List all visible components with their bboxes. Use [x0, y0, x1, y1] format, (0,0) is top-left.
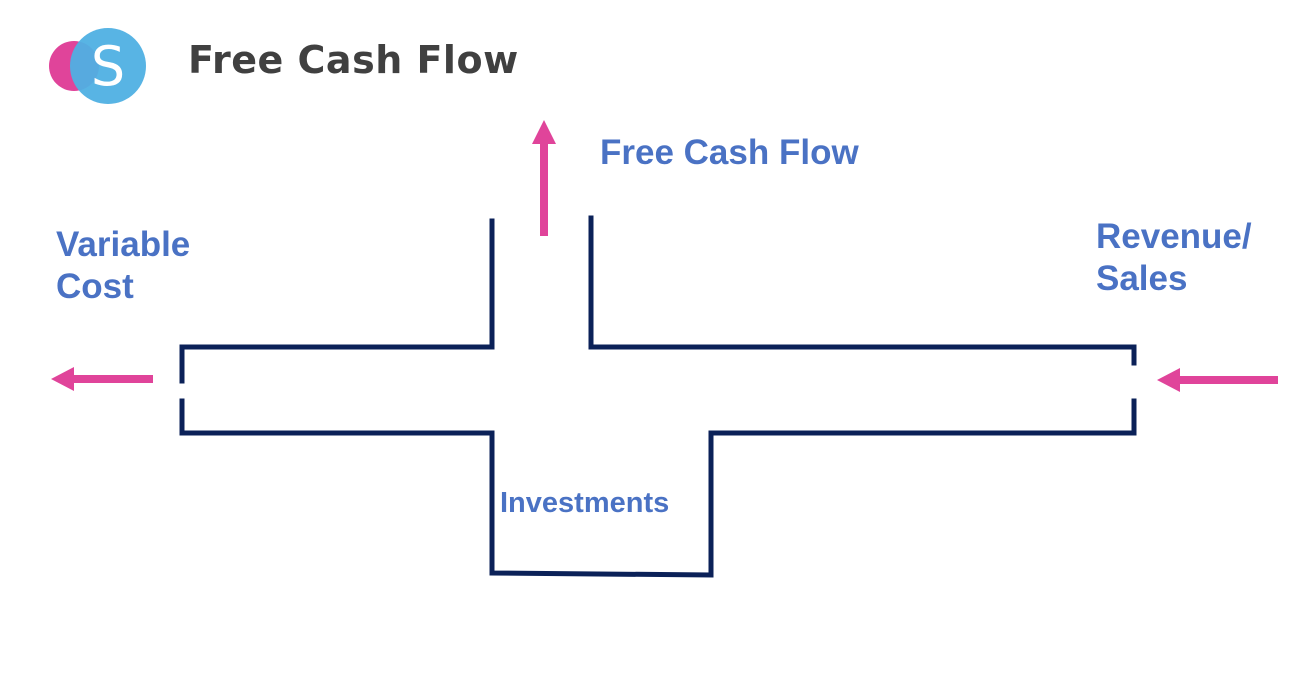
revenue-label-line2: Sales	[1096, 259, 1188, 298]
variable-cost-label: Variable Cost	[56, 224, 190, 308]
pipe-left-cap-bottom	[179, 398, 1137, 578]
logo-letter: S	[91, 35, 125, 98]
variable-cost-arrow	[51, 367, 153, 391]
page-title: Free Cash Flow	[188, 38, 519, 82]
revenue-label-line1: Revenue/	[1096, 217, 1252, 256]
free-cash-flow-label: Free Cash Flow	[600, 133, 859, 172]
pipe-left-cap-top	[179, 344, 495, 384]
revenue-arrow	[1157, 368, 1278, 392]
pipe-stem-right	[588, 215, 1137, 366]
variable-cost-label-line1: Variable	[56, 225, 191, 264]
free-cash-flow-arrow	[532, 120, 556, 236]
brand-s-logo-icon: S	[49, 28, 146, 104]
revenue-sales-label: Revenue/ Sales	[1096, 216, 1252, 300]
variable-cost-label-line2: Cost	[56, 267, 134, 306]
investments-label: Investments	[500, 487, 670, 519]
